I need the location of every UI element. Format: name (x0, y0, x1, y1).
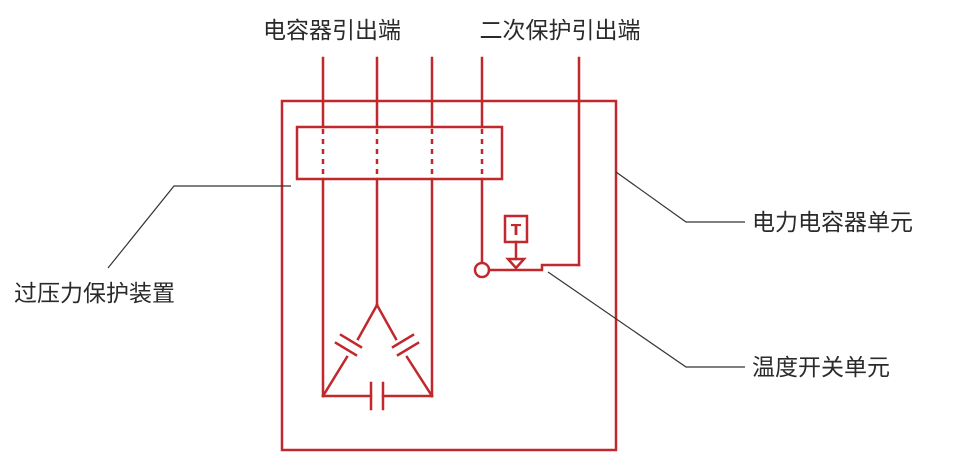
delta-wire-right-bottom (405, 355, 434, 398)
leader-power-capacitor (615, 171, 745, 223)
capacitor-left-plate-1 (334, 341, 358, 357)
capacitor-terminal-leads (321, 56, 434, 398)
label-power-capacitor-unit: 电力电容器单元 (752, 210, 913, 236)
capacitor-right-plate-1 (391, 333, 415, 349)
label-overpressure-protection-device: 过压力保护装置 (14, 281, 175, 307)
switch-contact-circle (473, 261, 491, 279)
label-temperature-switch-unit: 温度开关单元 (752, 355, 890, 381)
label-secondary-protection-terminals: 二次保护引出端 (480, 18, 641, 44)
capacitor-unit-housing (280, 99, 618, 452)
leader-overpressure (107, 185, 291, 269)
capacitor-left-plate-2 (339, 333, 363, 349)
leader-temperature-switch (547, 271, 745, 368)
delta-capacitor-network (321, 303, 434, 411)
label-capacitor-terminals: 电容器引出端 (263, 18, 401, 44)
overpressure-protection-bar (295, 125, 504, 181)
delta-wire-right-top (375, 303, 398, 341)
temperature-sensor-label: T (511, 221, 522, 239)
delta-wire-left-top (356, 303, 379, 341)
sensor-arrow (505, 257, 527, 270)
leader-lines (107, 171, 745, 368)
delta-wire-left-bottom (321, 355, 349, 398)
capacitor-right-plate-2 (396, 341, 420, 357)
switch-arm (487, 263, 581, 272)
temperature-switch-circuit: T (473, 56, 581, 279)
